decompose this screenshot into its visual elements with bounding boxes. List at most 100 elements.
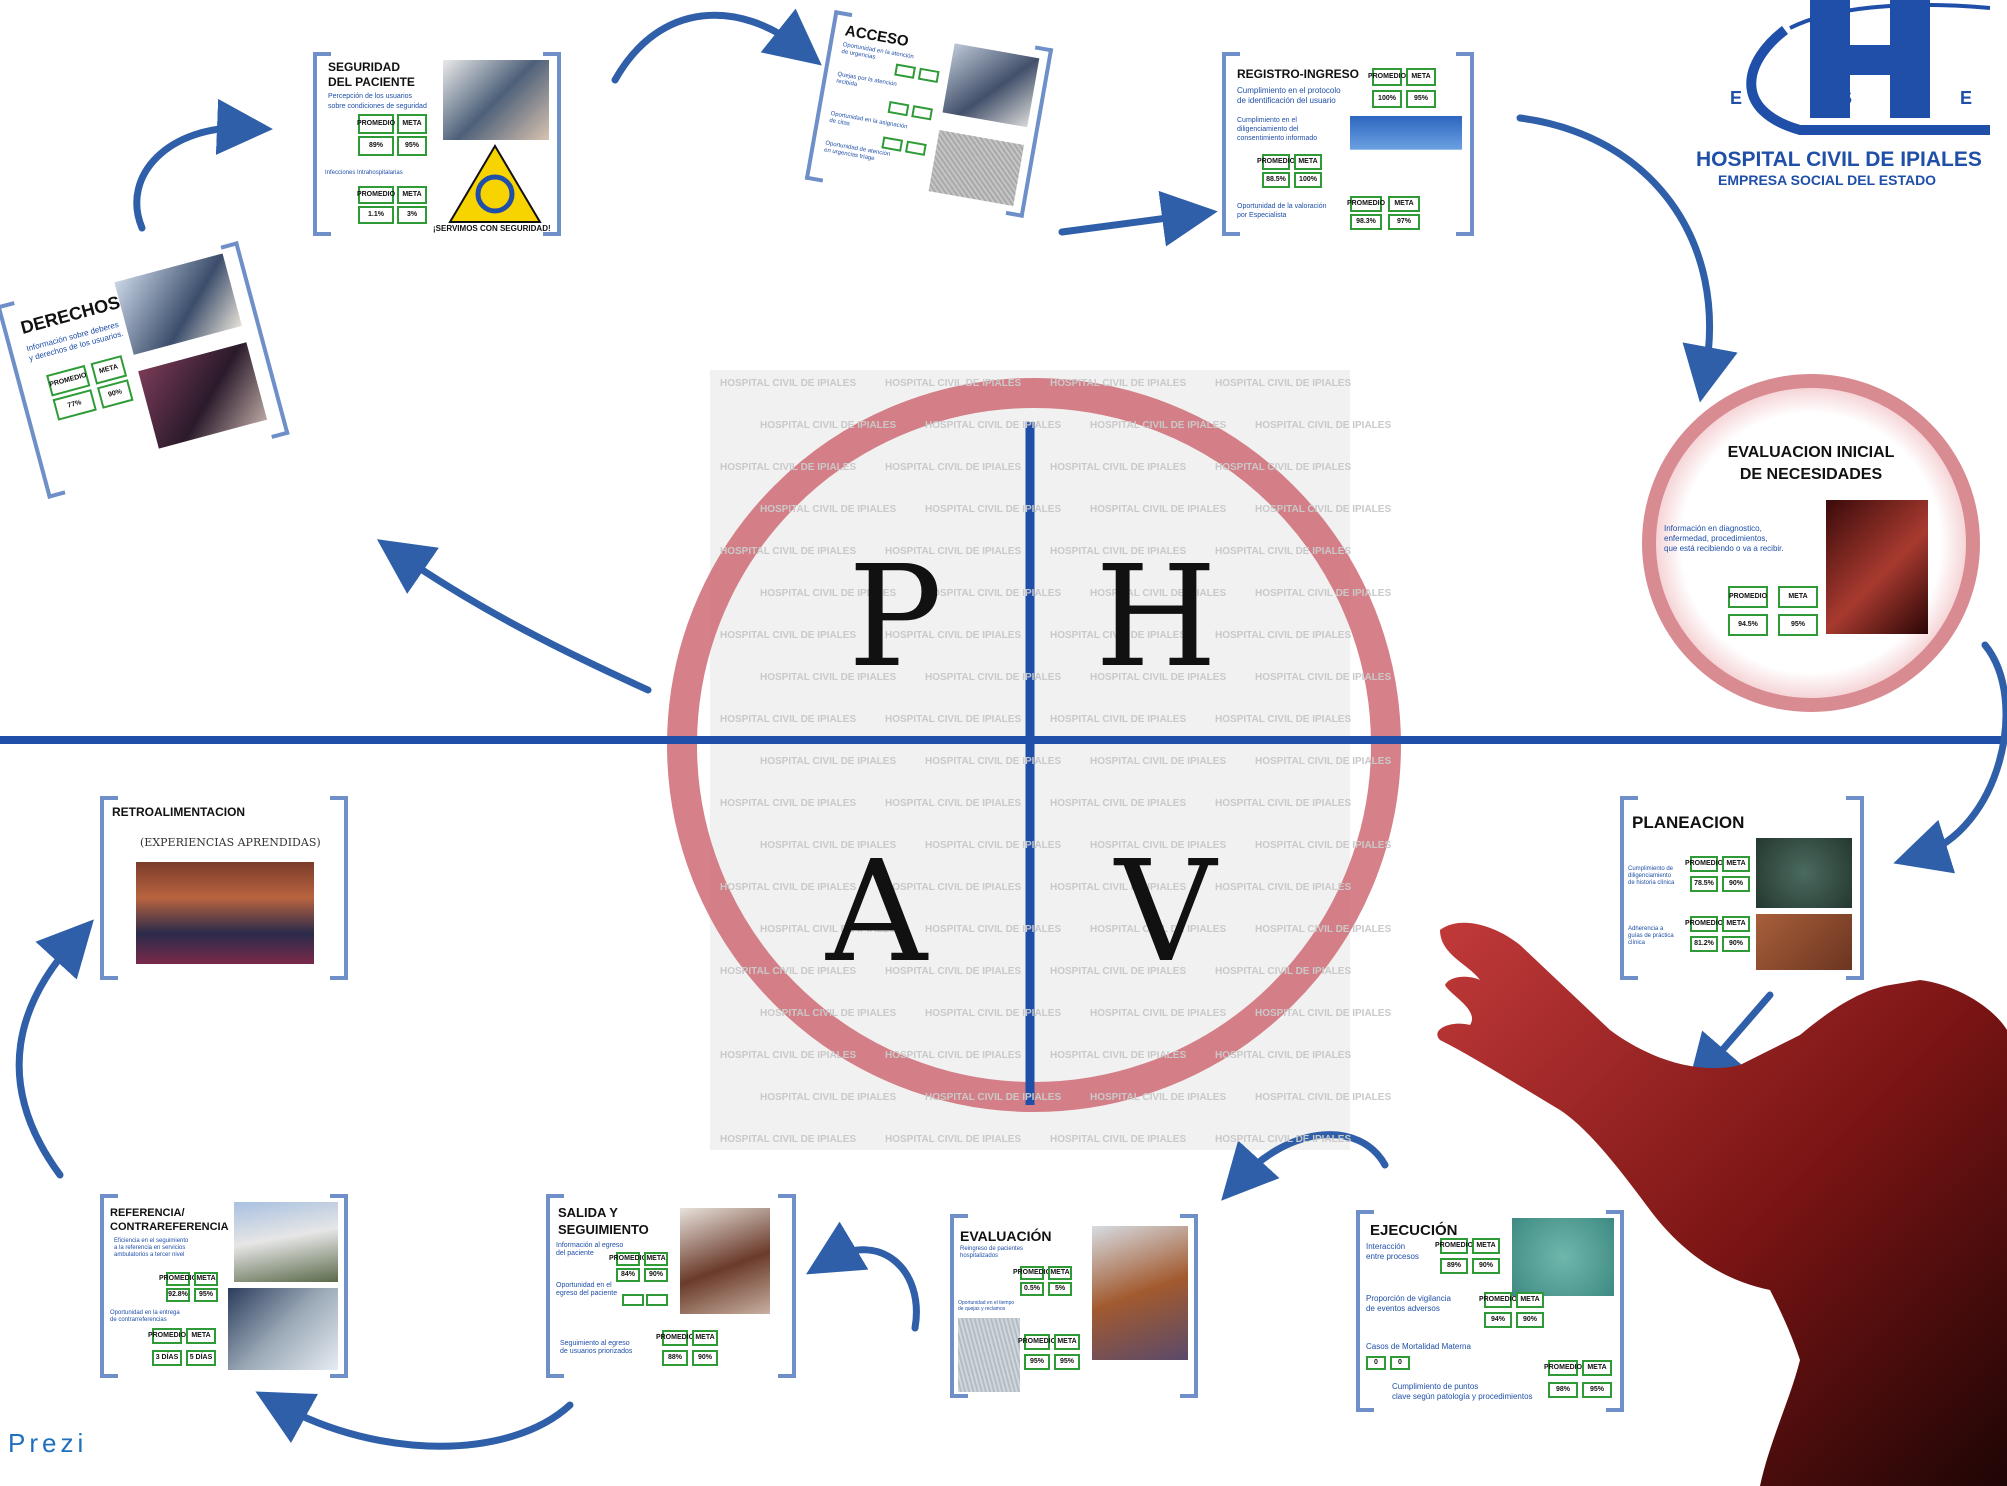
card-retroalimentacion[interactable]: RETROALIMENTACION (EXPERIENCIAS APRENDID… (100, 796, 348, 980)
bracket-left (1222, 52, 1240, 236)
card-planeacion[interactable]: PLANEACION Cumplimiento de diligenciamie… (1620, 796, 1864, 980)
watermark-tile: HOSPITAL CIVIL DE IPIALES (760, 504, 897, 515)
text-1: Reingreso de pacientes hospitalizados (960, 1246, 1024, 1259)
watermark-tile: HOSPITAL CIVIL DE IPIALES (1050, 798, 1187, 809)
meta-value-1: 95% (1406, 90, 1436, 108)
indicator-label-1: PROMEDIO (1435, 1238, 1473, 1254)
text-4: Cumplimiento de puntos clave según patol… (1392, 1382, 1533, 1401)
watermark-tile: HOSPITAL CIVIL DE IPIALES (1050, 966, 1187, 977)
indicator-label-1: PROMEDIO (1013, 1266, 1051, 1280)
watermark-tile: HOSPITAL CIVIL DE IPIALES (720, 546, 857, 557)
watermark-tile: HOSPITAL CIVIL DE IPIALES (760, 420, 897, 431)
watermark-tile: HOSPITAL CIVIL DE IPIALES (720, 1050, 857, 1061)
watermark-tile: HOSPITAL CIVIL DE IPIALES (720, 714, 857, 725)
pointing-silhouette (1437, 922, 2007, 1486)
prezi-logo[interactable]: Prezi (8, 1428, 88, 1458)
watermark-tile: HOSPITAL CIVIL DE IPIALES (1255, 1008, 1392, 1019)
meta-value-2: 90% (1722, 936, 1750, 952)
card-referencia[interactable]: REFERENCIA/ CONTRAREFERENCIA Eficiencia … (100, 1194, 348, 1378)
meta-label-4: META (1582, 1360, 1612, 1376)
watermark-tile: HOSPITAL CIVIL DE IPIALES (1255, 420, 1392, 431)
text-3: Seguimiento al egreso de usuarios priori… (560, 1340, 633, 1355)
meta-value-2: 3% (397, 206, 427, 224)
meta-value-3: 0 (1390, 1356, 1410, 1370)
watermark-tile: HOSPITAL CIVIL DE IPIALES (1255, 504, 1392, 515)
indicator-value-4: 98% (1548, 1382, 1578, 1398)
indicator-label-1: PROMEDIO (609, 1252, 647, 1266)
indicator-label-3: PROMEDIO (1347, 196, 1385, 212)
watermark-tile: HOSPITAL CIVIL DE IPIALES (1090, 1092, 1227, 1103)
meta-label: META (397, 114, 427, 134)
indicator-value-2: 81.2% (1690, 936, 1718, 952)
indicator-value-2: 3 DÍAS (152, 1350, 182, 1366)
watermark-tile: HOSPITAL CIVIL DE IPIALES (1255, 756, 1392, 767)
meta-label-1: META (194, 1272, 218, 1286)
watermark-tile: HOSPITAL CIVIL DE IPIALES (925, 1092, 1062, 1103)
card-text: Percepción de los usuarios sobre condici… (328, 93, 427, 110)
text-2: Quejas por la atención recibida (835, 71, 898, 89)
bracket-right (1846, 796, 1864, 980)
watermark-tile: HOSPITAL CIVIL DE IPIALES (760, 840, 897, 851)
meta-label: META (1406, 68, 1436, 86)
photo-meeting-room (136, 862, 314, 964)
watermark-tile: HOSPITAL CIVIL DE IPIALES (1215, 966, 1352, 977)
card-title: EVALUACIÓN (960, 1228, 1052, 1244)
watermark-tile: HOSPITAL CIVIL DE IPIALES (1050, 462, 1187, 473)
text-2: Proporción de vigilancia de eventos adve… (1366, 1294, 1451, 1313)
card-seguridad-paciente[interactable]: SEGURIDAD DEL PACIENTE Percepción de los… (313, 52, 561, 236)
logo-subtitle: EMPRESA SOCIAL DEL ESTADO (1718, 172, 1937, 188)
bracket-left (313, 52, 331, 236)
watermark-tile: HOSPITAL CIVIL DE IPIALES (925, 1008, 1062, 1019)
card-evaluacion[interactable]: EVALUACIÓN Reingreso de pacientes hospit… (950, 1214, 1198, 1398)
card-ejecucion[interactable]: EJECUCIÓN Interacción entre procesos PRO… (1356, 1210, 1624, 1412)
watermark-tile: HOSPITAL CIVIL DE IPIALES (885, 630, 1022, 641)
indicator-label-2: PROMEDIO (148, 1328, 186, 1344)
watermark-tile: HOSPITAL CIVIL DE IPIALES (1050, 546, 1187, 557)
watermark-tile: HOSPITAL CIVIL DE IPIALES (1050, 1050, 1187, 1061)
photo-nurse-patient (114, 253, 242, 355)
indicator-value-1: 89% (1440, 1258, 1468, 1274)
card-title: SEGURIDAD DEL PACIENTE (328, 60, 415, 89)
indicator-value-3: 98.3% (1350, 214, 1382, 230)
watermark-tile: HOSPITAL CIVIL DE IPIALES (1090, 840, 1227, 851)
meta-label-3: META (692, 1330, 718, 1346)
mini-box (904, 140, 927, 156)
card-registro-ingreso[interactable]: REGISTRO-INGRESO Cumplimiento en el prot… (1222, 52, 1474, 236)
watermark-tile: HOSPITAL CIVIL DE IPIALES (720, 630, 857, 641)
watermark-tile: HOSPITAL CIVIL DE IPIALES (1050, 1134, 1187, 1145)
text-3: Casos de Mortalidad Materna (1366, 1342, 1471, 1351)
card-title: EJECUCIÓN (1370, 1222, 1458, 1239)
watermark-tile: HOSPITAL CIVIL DE IPIALES (1090, 588, 1227, 599)
meta-value-2: 100% (1294, 172, 1322, 188)
watermark-tile: HOSPITAL CIVIL DE IPIALES (1215, 1050, 1352, 1061)
watermark-tile: HOSPITAL CIVIL DE IPIALES (925, 840, 1062, 851)
watermark-tile: HOSPITAL CIVIL DE IPIALES (1255, 924, 1392, 935)
watermark-tile: HOSPITAL CIVIL DE IPIALES (1050, 882, 1187, 893)
text-1: Cumplimiento en el protocolo de identifi… (1237, 86, 1341, 105)
indicator-value-3: 0 (1366, 1356, 1386, 1370)
indicator-value-2: 1.1% (358, 206, 394, 224)
hese-logo-mark (1746, 0, 1991, 135)
photo-ear-closeup (1826, 500, 1928, 634)
watermark-tile: HOSPITAL CIVIL DE IPIALES (1050, 714, 1187, 725)
meta-label-2: META (186, 1328, 216, 1344)
letter-a: A (826, 831, 928, 994)
screenshot-id-system (1350, 116, 1462, 190)
evaluacion-inicial-value: 94.5% (1728, 614, 1768, 636)
slogan: ¡SERVIMOS CON SEGURIDAD! (433, 224, 551, 233)
indicator-value-1: 84% (616, 1268, 640, 1282)
watermark-tile: HOSPITAL CIVIL DE IPIALES (925, 588, 1062, 599)
watermark-tile: HOSPITAL CIVIL DE IPIALES (925, 924, 1062, 935)
watermark-tile: HOSPITAL CIVIL DE IPIALES (885, 966, 1022, 977)
meta-label-2: META (1294, 154, 1322, 170)
meta-value-1: 90% (1722, 876, 1750, 892)
watermark-tile: HOSPITAL CIVIL DE IPIALES (925, 756, 1062, 767)
card-salida-seguimiento[interactable]: SALIDA Y SEGUIMIENTO Información al egre… (546, 1194, 796, 1378)
watermark-tile: HOSPITAL CIVIL DE IPIALES (760, 672, 897, 683)
watermark-tile: HOSPITAL CIVIL DE IPIALES (720, 1134, 857, 1145)
text-1: Información al egreso del paciente (556, 1242, 624, 1257)
bracket-right (543, 52, 561, 236)
watermark-tile: HOSPITAL CIVIL DE IPIALES (1215, 462, 1352, 473)
warning-triangle-icon (448, 144, 542, 223)
mini-box (646, 1294, 668, 1306)
